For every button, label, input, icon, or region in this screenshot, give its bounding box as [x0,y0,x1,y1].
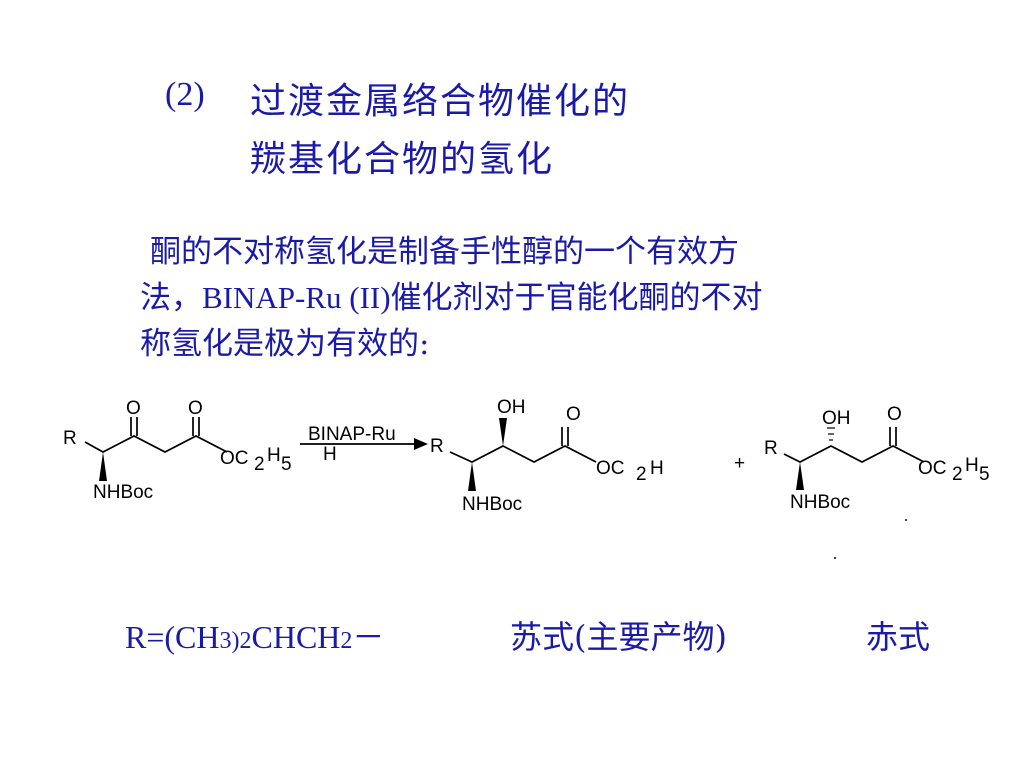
product-threo-ester-oc: OC [596,458,625,479]
reactant-r-label: R [63,428,77,449]
product-threo-hydroxyl: OH [497,397,526,418]
heading-line-2: 羰基化合物的氢化 [250,139,555,180]
reactant-ester-h: H [267,445,281,466]
product-threo-oxo: O [566,404,581,425]
product-threo-amine: NHBoc [462,494,522,515]
product-threo-ester-sub-2: 2 [636,464,647,485]
r-def-chch: CHCH [251,619,341,655]
product-threo-structure [449,418,597,491]
paragraph-line-2-suffix: 催化剂对于官能化酮的不对 [390,280,763,316]
product-erythro-oxo: O [887,404,902,425]
reactant-amine: NHBoc [93,482,153,503]
product-threo-ester-h: H [650,458,664,479]
paragraph-line-2-prefix: 法， [140,280,202,316]
product-erythro-structure [783,427,925,490]
r-def-sub-2a: 2 [239,628,252,654]
reactant-oxo-2: O [188,398,203,419]
reaction-arrow [300,438,428,450]
threo-label: 苏式(主要产物) [510,618,727,656]
reactant-ester-sub-5: 5 [281,454,292,475]
reactant-ester-sub-2: 2 [254,454,265,475]
stray-dot [905,519,907,521]
reactant-structure [84,417,228,481]
erythro-label: 赤式 [866,618,931,656]
r-def-dash: － [352,619,385,655]
product-erythro-amine: NHBoc [790,492,850,513]
arrow-reagent-top: BINAP-Ru [308,424,396,445]
plus-sign: + [734,453,745,474]
reactant-ester-oc: OC [220,448,249,469]
product-erythro-ester-sub-5: 5 [979,464,990,485]
r-def-sub-2b: 2 [340,628,353,654]
heading-number: (2) [165,76,205,113]
r-group-definition: R=(CH3)2CHCH2－ [125,612,384,658]
paragraph-line-1: 酮的不对称氢化是制备手性醇的一个有效方 [150,234,739,270]
r-def-sub-3: 3 [219,628,232,654]
product-threo-r-label: R [430,436,444,457]
product-erythro-r-label: R [764,438,778,459]
r-def-prefix: R=(CH [125,619,220,655]
arrow-reagent-bottom: H [323,444,337,465]
reactant-oxo-1: O [126,398,141,419]
product-erythro-ester-h: H [965,455,979,476]
paragraph-line-2: 法，BINAP-Ru (II)催化剂对于官能化酮的不对 [140,272,763,317]
catalyst-name: BINAP-Ru (II) [202,280,391,315]
heading-line-1: 过渡金属络合物催化的 [250,81,631,122]
stray-dot [834,557,836,559]
product-erythro-ester-sub-2: 2 [952,464,963,485]
product-erythro-ester-oc: OC [918,458,947,479]
r-def-paren: ) [231,628,240,654]
paragraph-line-3: 称氢化是极为有效的: [140,326,430,362]
product-erythro-hydroxyl: OH [822,408,851,429]
